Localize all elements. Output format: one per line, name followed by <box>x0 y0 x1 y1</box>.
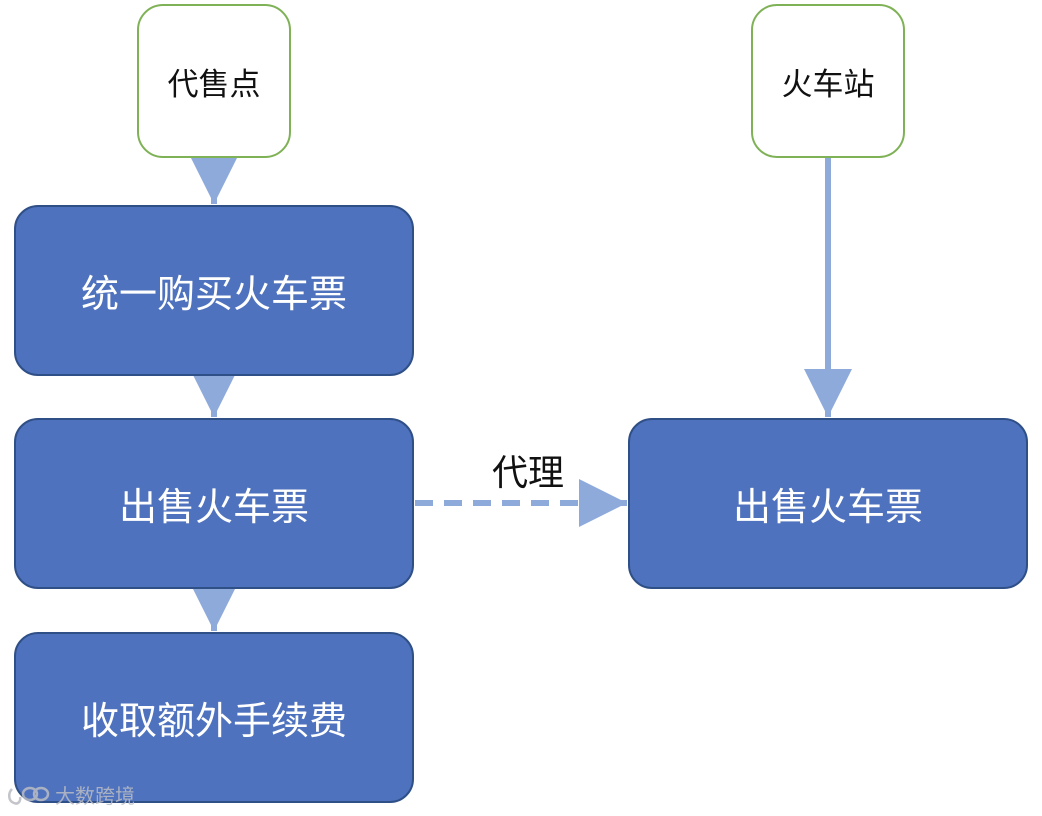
brand-logo-icon <box>8 786 50 805</box>
process-agent-sell-node: 出售火车票 <box>14 418 414 589</box>
process-bulk-purchase-label: 统一购买火车票 <box>80 272 347 316</box>
process-extra-fee-label: 收取额外手续费 <box>80 699 347 743</box>
actor-station-node: 火车站 <box>751 4 905 158</box>
process-agent-sell-label: 出售火车票 <box>118 485 309 529</box>
process-extra-fee-node: 收取额外手续费 <box>14 632 414 803</box>
edge-label-agency: 代理 <box>492 453 565 494</box>
process-station-sell-node: 出售火车票 <box>628 418 1028 589</box>
process-station-sell-label: 出售火车票 <box>732 485 923 529</box>
actor-agent-node: 代售点 <box>137 4 291 158</box>
process-bulk-purchase-node: 统一购买火车票 <box>14 205 414 376</box>
actor-station-label: 火车站 <box>781 66 875 103</box>
watermark: 大数跨境 <box>6 780 135 809</box>
actor-agent-label: 代售点 <box>167 66 261 103</box>
watermark-text: 大数跨境 <box>55 784 135 808</box>
